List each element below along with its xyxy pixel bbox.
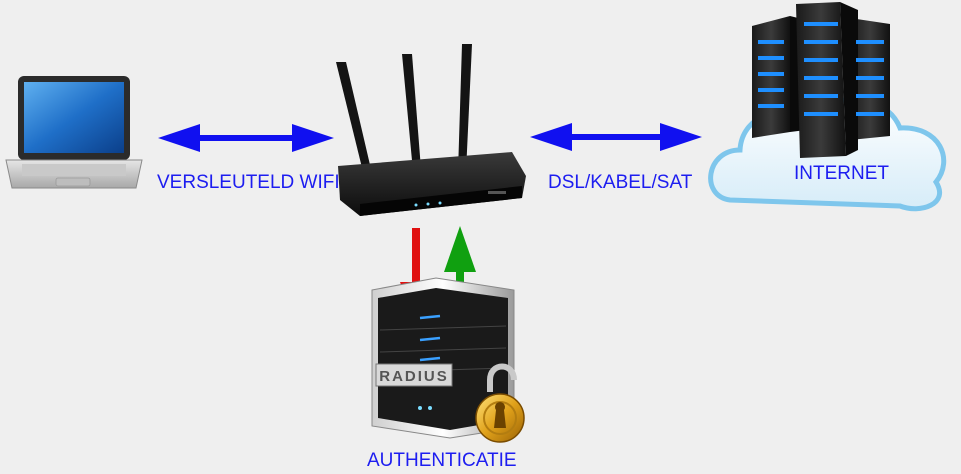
cloud-server-icon xyxy=(708,2,947,212)
label-authentication: AUTHENTICATIE xyxy=(367,450,517,471)
label-wifi: VERSLEUTELD WIFI xyxy=(157,172,340,193)
label-internet: INTERNET xyxy=(794,163,889,184)
arrow-wifi xyxy=(158,124,334,152)
label-dsl: DSL/KABEL/SAT xyxy=(548,172,693,193)
padlock-icon xyxy=(475,363,525,443)
arrow-dsl xyxy=(530,123,702,151)
radius-badge: RADIUS xyxy=(379,368,449,385)
laptop-icon xyxy=(5,76,143,189)
radius-server-icon: RADIUS xyxy=(371,277,515,439)
router-icon xyxy=(336,44,526,216)
